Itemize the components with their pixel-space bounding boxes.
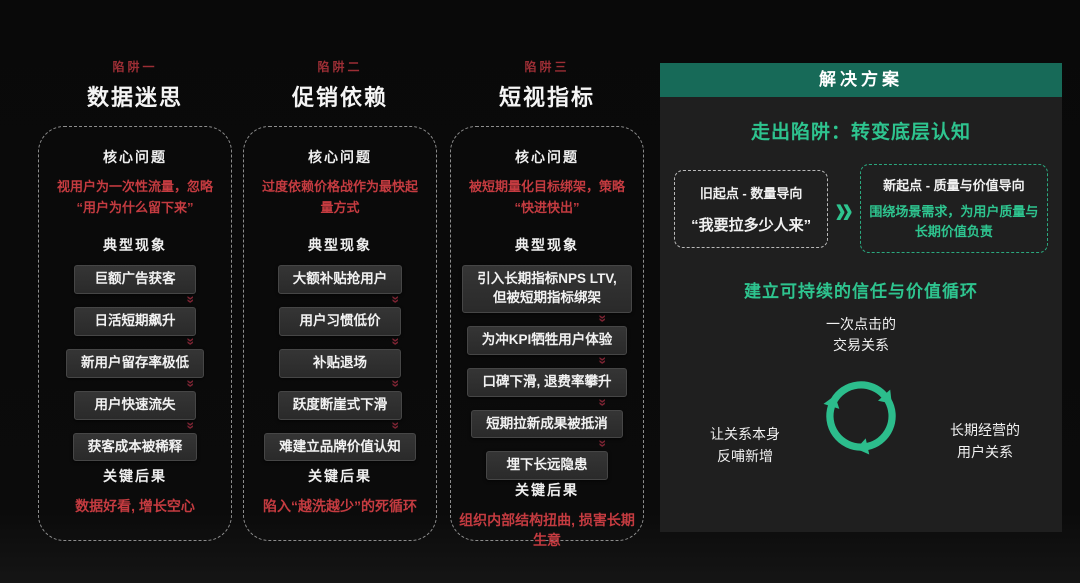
flow-item: 口碑下滑, 退费率攀升 bbox=[467, 367, 627, 397]
flow-item: 埋下长远隐患 bbox=[486, 451, 608, 481]
core-problem-text: 过度依赖价格战作为最快起 量方式 bbox=[261, 179, 418, 215]
core-problem-label: 核心问题 bbox=[308, 149, 372, 165]
consequence-block: 关键后果 组织内部结构扭曲, 损害长期生意 bbox=[459, 480, 635, 550]
core-problem-text: 视用户为一次性流量，忽略 “用户为什么留下来” bbox=[56, 179, 213, 215]
down-chevron-icon: » bbox=[388, 379, 405, 388]
flow-item: 大额补贴抢用户 bbox=[277, 265, 403, 294]
cycle-node-right: 长期经营的 用户关系 bbox=[950, 422, 1020, 460]
phenomena-flow: 巨额广告获客 » 日活短期飙升 » 新用户留存率极低 » 用户快速流失 » 获客… bbox=[47, 265, 223, 462]
flow-item: 补贴退场 bbox=[279, 348, 401, 378]
new-start-title: 新起点 - 质量与价值导向 bbox=[883, 178, 1025, 193]
phenomena-flow: 引入长期指标NPS LTV, 但被短期指标绑架 » 为冲KPI牺牲用户体验 » … bbox=[459, 265, 635, 481]
flow-item: 日活短期飙升 bbox=[74, 306, 196, 336]
trap-card: 核心问题 过度依赖价格战作为最快起 量方式 典型现象 大额补贴抢用户 » 用户习… bbox=[243, 126, 437, 541]
trap-title: 促销依赖 bbox=[291, 85, 388, 110]
consequence-block: 关键后果 陷入“越洗越少”的死循环 bbox=[263, 466, 417, 516]
key-consequence-text: 组织内部结构扭曲, 损害长期生意 bbox=[459, 512, 635, 549]
right-chevron-icon: » bbox=[835, 186, 853, 232]
key-consequence-text: 数据好看, 增长空心 bbox=[75, 498, 195, 514]
core-problem-label: 核心问题 bbox=[103, 149, 167, 165]
down-chevron-icon: » bbox=[388, 337, 405, 346]
trap-tag: 陷阱三 bbox=[524, 60, 570, 74]
recycle-icon bbox=[809, 381, 913, 474]
typical-phenomena-label: 典型现象 bbox=[515, 237, 579, 253]
flow-item: 难建立品牌价值认知 bbox=[264, 432, 416, 462]
key-consequence-text: 陷入“越洗越少”的死循环 bbox=[263, 498, 417, 514]
cycle-diagram: 让关系本身 反哺新增 长期经营的 用户关系 bbox=[660, 358, 1062, 516]
flow-item: 跃度断崖式下滑 bbox=[277, 390, 403, 420]
trap-card: 核心问题 被短期量化目标绑架，策略 “快进快出” 典型现象 引入长期指标NPS … bbox=[450, 126, 644, 548]
trap-column-promo-dependence: 陷阱二 促销依赖 核心问题 过度依赖价格战作为最快起 量方式 典型现象 大额补贴… bbox=[243, 58, 437, 541]
new-start-box: 新起点 - 质量与价值导向 围绕场景需求，为用户质量与长期价值负责 bbox=[859, 164, 1048, 254]
down-chevron-icon: » bbox=[595, 398, 612, 406]
flow-item: 短期拉新成果被抵消 bbox=[471, 409, 623, 439]
old-start-title: 旧起点 - 数量导向 bbox=[699, 185, 803, 201]
flow-item: 用户习惯低价 bbox=[279, 306, 401, 336]
key-consequence-label: 关键后果 bbox=[103, 468, 167, 484]
key-consequence-label: 关键后果 bbox=[515, 482, 579, 499]
flow-item: 巨额广告获客 bbox=[74, 265, 196, 294]
typical-phenomena-label: 典型现象 bbox=[308, 237, 372, 253]
trap-column-shortsighted-metrics: 陷阱三 短视指标 核心问题 被短期量化目标绑架，策略 “快进快出” 典型现象 引… bbox=[450, 58, 644, 548]
cycle-node-top: 一次点击的 交易关系 bbox=[826, 316, 896, 354]
down-chevron-icon: » bbox=[595, 440, 612, 448]
trap-title: 数据迷思 bbox=[86, 85, 183, 110]
down-chevron-icon: » bbox=[595, 356, 612, 365]
trap-card: 核心问题 视用户为一次性流量，忽略 “用户为什么留下来” 典型现象 巨额广告获客… bbox=[38, 126, 232, 541]
cycle-title: 建立可持续的信任与价值循环 bbox=[744, 282, 978, 302]
cycle-node-left: 让关系本身 反哺新增 bbox=[710, 426, 780, 464]
core-problem-text: 被短期量化目标绑架，策略 “快进快出” bbox=[468, 179, 625, 215]
down-chevron-icon: » bbox=[183, 421, 200, 429]
key-consequence-label: 关键后果 bbox=[308, 468, 372, 484]
old-start-box: 旧起点 - 数量导向 “我要拉多少人来” bbox=[674, 169, 829, 248]
down-chevron-icon: » bbox=[183, 337, 200, 346]
trap-tag: 陷阱一 bbox=[112, 60, 158, 74]
flow-item: 获客成本被稀释 bbox=[72, 432, 198, 462]
new-start-desc: 围绕场景需求，为用户质量与长期价值负责 bbox=[869, 204, 1039, 240]
old-start-quote: “我要拉多少人来” bbox=[691, 216, 812, 234]
typical-phenomena-label: 典型现象 bbox=[103, 237, 167, 253]
solution-subtitle: 走出陷阱：转变底层认知 bbox=[750, 122, 971, 143]
core-problem-label: 核心问题 bbox=[515, 149, 579, 165]
mindset-shift-row: 旧起点 - 数量导向 “我要拉多少人来” » 新起点 - 质量与价值导向 围绕场… bbox=[660, 164, 1062, 254]
down-chevron-icon: » bbox=[388, 295, 405, 304]
solution-panel: 解决方案 走出陷阱：转变底层认知 旧起点 - 数量导向 “我要拉多少人来” » … bbox=[660, 63, 1062, 532]
trap-column-data-myth: 陷阱一 数据迷思 核心问题 视用户为一次性流量，忽略 “用户为什么留下来” 典型… bbox=[38, 58, 232, 541]
trap-title: 短视指标 bbox=[498, 85, 595, 110]
down-chevron-icon: » bbox=[595, 314, 612, 323]
flow-item: 为冲KPI牺牲用户体验 bbox=[466, 325, 628, 355]
solution-header: 解决方案 bbox=[660, 63, 1062, 97]
down-chevron-icon: » bbox=[183, 295, 200, 304]
down-chevron-icon: » bbox=[183, 379, 200, 388]
flow-item: 引入长期指标NPS LTV, 但被短期指标绑架 bbox=[462, 265, 632, 313]
trap-tag: 陷阱二 bbox=[317, 60, 363, 74]
down-chevron-icon: » bbox=[388, 421, 405, 429]
flow-item: 用户快速流失 bbox=[74, 390, 196, 420]
flow-item: 新用户留存率极低 bbox=[66, 348, 204, 378]
phenomena-flow: 大额补贴抢用户 » 用户习惯低价 » 补贴退场 » 跃度断崖式下滑 » 难建立品… bbox=[252, 265, 428, 462]
consequence-block: 关键后果 数据好看, 增长空心 bbox=[75, 466, 195, 516]
